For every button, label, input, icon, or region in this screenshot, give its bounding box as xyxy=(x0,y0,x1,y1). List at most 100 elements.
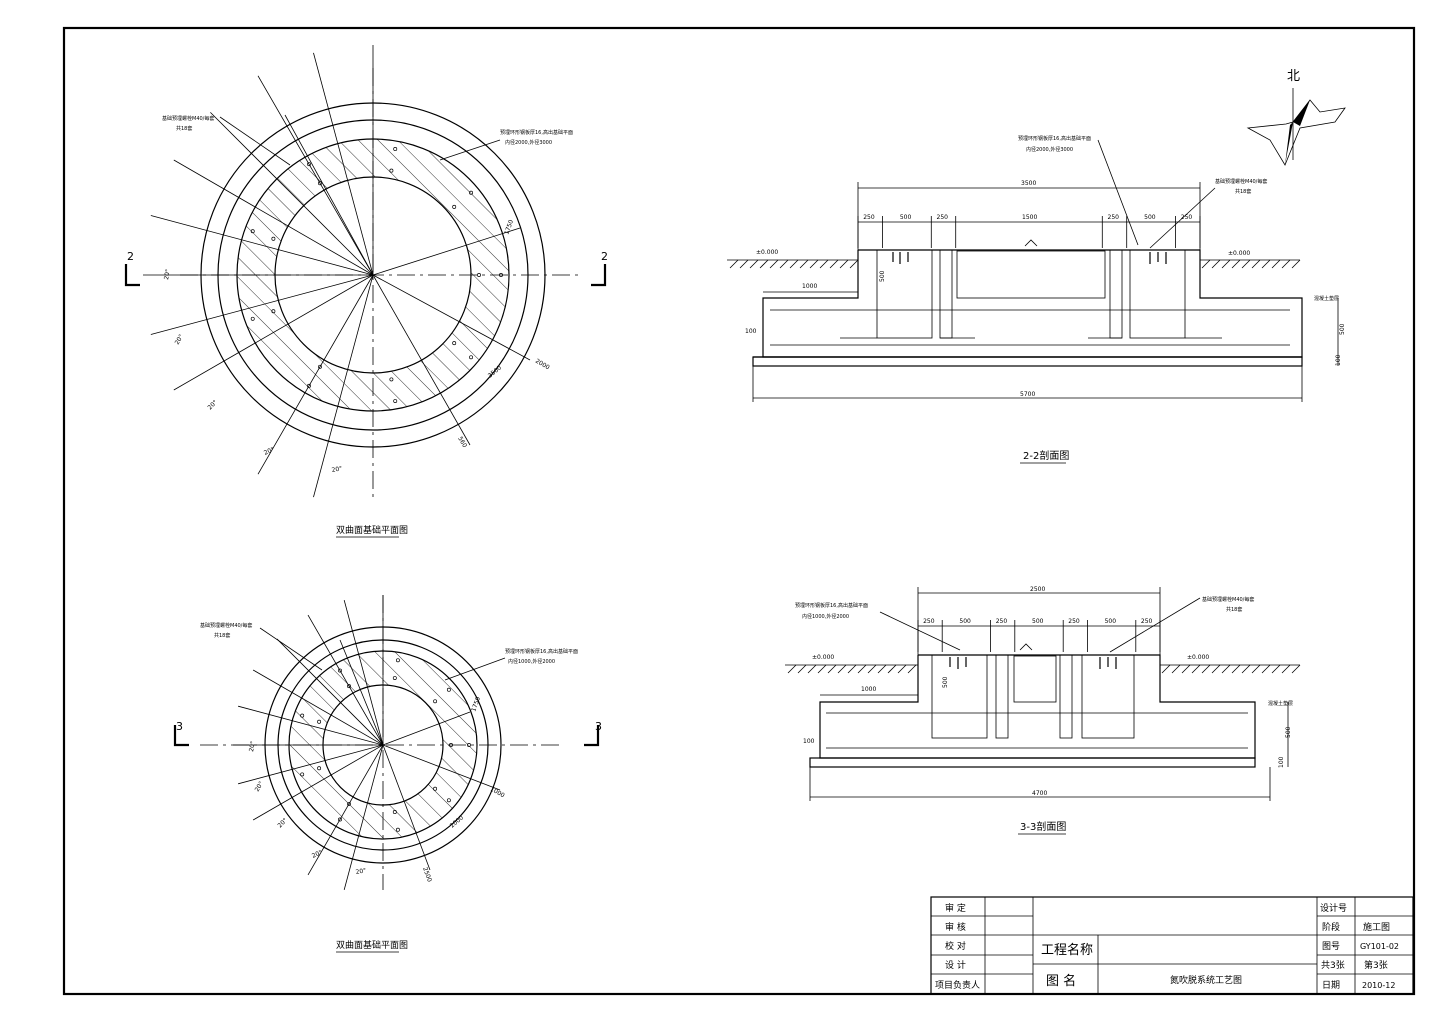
ground-hatch xyxy=(769,259,779,269)
sub-dim-label: 250 xyxy=(1141,618,1153,625)
plan2-angle-3: 20° xyxy=(276,817,288,829)
bolt-hole xyxy=(271,236,276,241)
s33-dim-1000: 1000 xyxy=(861,686,876,693)
s33-callout-plate: 预埋环形钢板厚16,高出基础平面 xyxy=(795,602,868,609)
s33-top-dim: 2500 xyxy=(1030,586,1045,593)
ground-hatch xyxy=(1241,259,1251,269)
ray-line xyxy=(252,744,384,821)
bolt-hole xyxy=(452,204,457,209)
ground-hatch xyxy=(797,664,807,674)
bolt-hole xyxy=(338,668,342,673)
bolt-hole xyxy=(446,687,451,692)
ground-hatch xyxy=(1261,259,1271,269)
bolt-hole xyxy=(317,719,322,724)
ground-hatch xyxy=(1181,664,1191,674)
bolt-hole xyxy=(318,364,322,369)
ray-line xyxy=(343,600,384,746)
ray-line xyxy=(307,744,384,876)
ground-hatch xyxy=(817,664,827,674)
bolt-hole xyxy=(395,827,400,832)
bolt-hole xyxy=(469,190,474,195)
s22-callout-plate: 预埋环形钢板厚16,高出基础平面 xyxy=(1018,135,1091,142)
plan1-callout-bolts: 基础预埋螺栓M40/每套 xyxy=(162,115,214,122)
s22-level-left: ±0.000 xyxy=(756,249,778,256)
s22-dim-100: 100 xyxy=(745,328,757,335)
bolt-hole xyxy=(250,316,255,321)
bolt-hole xyxy=(250,229,255,234)
plan1-title-text: 基础平面图 xyxy=(363,524,408,536)
s22-title: 2-2剖面图 xyxy=(1023,449,1069,462)
plan2-angle-1: 20° xyxy=(248,741,257,753)
bolt-hole xyxy=(271,309,276,314)
plan2-dim-2500: 2500 xyxy=(421,866,433,883)
ray-line xyxy=(257,75,374,276)
north-label: 北 xyxy=(1287,69,1300,84)
ground-hatch xyxy=(849,259,859,269)
ground-hatch xyxy=(1221,259,1231,269)
ground-hatch xyxy=(1191,664,1201,674)
s22-note: 混凝土垫层 xyxy=(1314,295,1339,302)
bolt-hole xyxy=(433,699,438,704)
s33-note: 混凝土垫层 xyxy=(1268,700,1293,707)
ground-hatch xyxy=(1231,664,1241,674)
s22-bottom-dim: 5700 xyxy=(1020,391,1035,398)
tb-project-label: 工程名称 xyxy=(1041,942,1093,958)
sub-dim-label: 500 xyxy=(1105,618,1117,625)
sub-dim-label: 250 xyxy=(937,214,949,221)
plan2-angle-2: 20° xyxy=(254,780,265,793)
s22-dim-500b: 500 xyxy=(1339,323,1346,335)
plan2-title-text: 基础平面图 xyxy=(363,939,408,951)
ground-hatch xyxy=(857,664,867,674)
tb-role-3: 设 计 xyxy=(945,959,966,971)
plan2-callout-bolts-count: 共18套 xyxy=(214,632,230,639)
ground-hatch xyxy=(1241,664,1251,674)
sub-dim-label: 500 xyxy=(1032,618,1044,625)
section-mark-3-right: 3 xyxy=(595,720,602,733)
bolt-hole xyxy=(393,146,398,151)
plan-view-1: 2 2 基础预埋螺栓M40/每套 共18套 预埋环形钢板厚16,高出基础平面 内… xyxy=(124,45,608,538)
ground-hatch xyxy=(1211,259,1221,269)
plan1-dim-3500: 3500 xyxy=(487,364,503,379)
tb-role-2: 校 对 xyxy=(945,940,966,952)
ground-hatch xyxy=(907,664,917,674)
bolt-hole xyxy=(393,399,398,404)
s33-dim-100: 100 xyxy=(803,738,815,745)
ray-line xyxy=(150,274,374,335)
bolt-hole xyxy=(338,817,342,822)
section-mark-2-left: 2 xyxy=(127,250,134,263)
ground-hatch xyxy=(1201,259,1211,269)
tb-stage-value: 施工图 xyxy=(1363,921,1390,933)
s33-dim-500b: 500 xyxy=(1285,726,1292,738)
plan1-angle-1: 20° xyxy=(163,269,172,281)
ground-hatch xyxy=(1271,664,1281,674)
plan1-dim-1750: 1750 xyxy=(503,219,515,236)
bolt-hole xyxy=(347,801,351,806)
plan2-dim-2000: 2000 xyxy=(449,814,465,829)
s22-callout-bolts-count: 共18套 xyxy=(1235,188,1251,195)
ray-line xyxy=(252,669,384,746)
s22-level-right: ±0.000 xyxy=(1228,250,1250,257)
ray-line xyxy=(276,638,384,746)
ground-hatch xyxy=(787,664,797,674)
ground-hatch xyxy=(1271,259,1281,269)
s33-dim-100b: 100 xyxy=(1278,756,1285,768)
ground-hatch xyxy=(829,259,839,269)
plan2-callout-plate: 预埋环形钢板厚16,高出基础平面 xyxy=(505,648,578,655)
ray-line xyxy=(173,274,374,391)
s22-callout-bolts: 基础预埋螺栓M40/每套 xyxy=(1215,178,1267,185)
north-arrow: 北 xyxy=(1246,69,1346,166)
bolt-hole xyxy=(499,273,503,277)
ground-hatch xyxy=(1211,664,1221,674)
plan1-angle-3: 20° xyxy=(206,399,218,411)
plan1-angle-2: 20° xyxy=(174,333,185,346)
tb-role-1: 审 核 xyxy=(945,921,966,933)
s33-level-left: ±0.000 xyxy=(812,654,834,661)
ground-hatch xyxy=(1251,259,1261,269)
ground-hatch xyxy=(729,259,739,269)
bolt-hole xyxy=(317,766,322,771)
bolt-hole xyxy=(307,162,311,167)
bolt-hole xyxy=(300,772,305,777)
ground-hatch xyxy=(789,259,799,269)
